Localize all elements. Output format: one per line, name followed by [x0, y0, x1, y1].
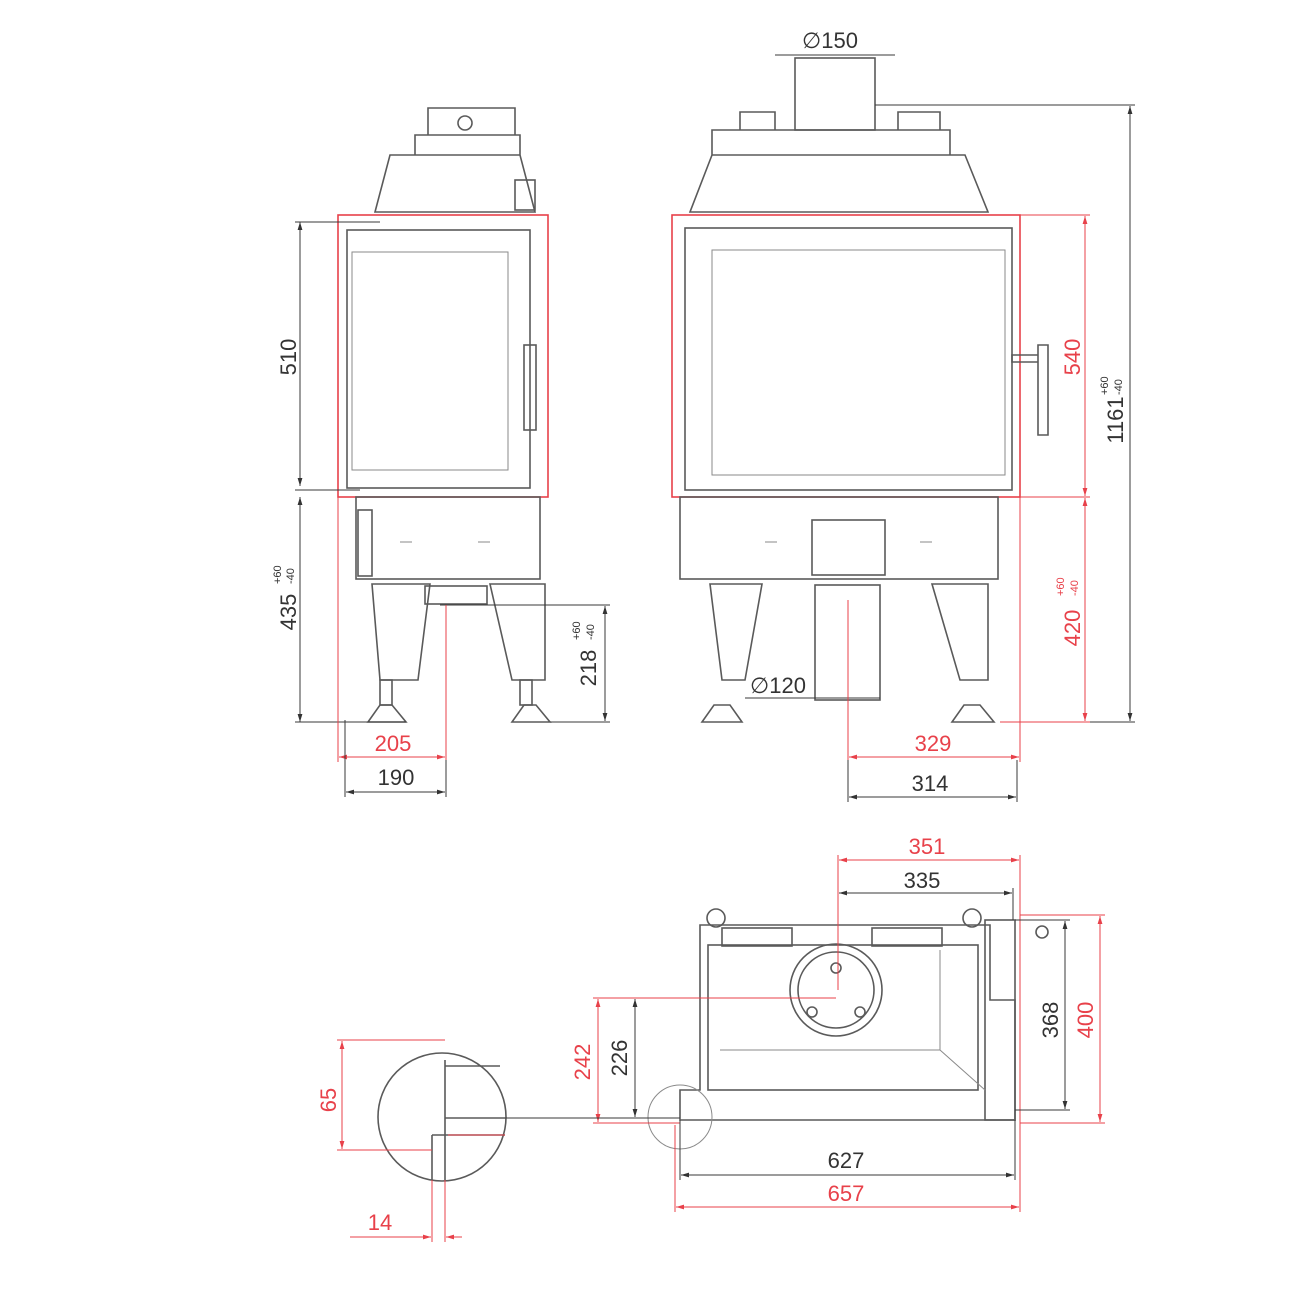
air-inlet-diameter-120: ∅120 — [750, 673, 806, 698]
plan-depth-400: 400 — [1073, 1002, 1098, 1039]
side-depth-205: 205 — [375, 731, 412, 756]
plan-width-657: 657 — [828, 1181, 865, 1206]
side-height-435: 435 — [276, 594, 301, 631]
plan-flue-offset-351: 351 — [909, 834, 946, 859]
door-handle — [1011, 344, 1049, 436]
side-depth-190: 190 — [378, 765, 415, 790]
detail-height-65: 65 — [316, 1088, 341, 1112]
tolerance-plus: +60 — [272, 565, 284, 584]
tolerance-minus: -40 — [1069, 580, 1081, 596]
front-height-420: 420 — [1060, 610, 1085, 647]
flue-diameter-150: ∅150 — [802, 28, 858, 53]
side-view: 510 435 +60 -40 218 +60 -40 205 190 — [272, 107, 610, 797]
tolerance-minus: -40 — [285, 568, 297, 584]
front-offset-314: 314 — [912, 771, 949, 796]
front-view: ∅150 ∅120 540 420 +60 -40 1161 +60 -40 3… — [671, 28, 1135, 802]
door-handle — [523, 344, 537, 431]
side-frame-outline — [337, 214, 549, 498]
flue-collar — [794, 57, 876, 131]
detail-view: 65 14 — [316, 1039, 680, 1242]
plan-width-627: 627 — [828, 1148, 865, 1173]
plan-flue-offset-335: 335 — [904, 868, 941, 893]
spigot-height-218: 218 — [576, 650, 601, 687]
tolerance-minus: -40 — [585, 624, 597, 640]
plan-view: 351 335 368 400 242 226 627 657 — [570, 834, 1105, 1212]
front-offset-329: 329 — [915, 731, 952, 756]
front-frame-outline — [671, 214, 1021, 498]
tolerance-minus: -40 — [1113, 379, 1125, 395]
plan-flue-depth-226: 226 — [607, 1040, 632, 1077]
total-height-1161: 1161 — [1103, 396, 1128, 443]
tolerance-plus: +60 — [571, 621, 583, 640]
flue-outlet — [789, 943, 883, 1037]
plan-flue-depth-242: 242 — [570, 1044, 595, 1081]
plan-depth-368: 368 — [1038, 1002, 1063, 1039]
detail-thickness-14: 14 — [368, 1210, 392, 1235]
tolerance-plus: +60 — [1099, 376, 1111, 395]
tolerance-plus: +60 — [1055, 577, 1067, 596]
side-height-510: 510 — [276, 339, 301, 376]
front-height-540: 540 — [1060, 339, 1085, 376]
